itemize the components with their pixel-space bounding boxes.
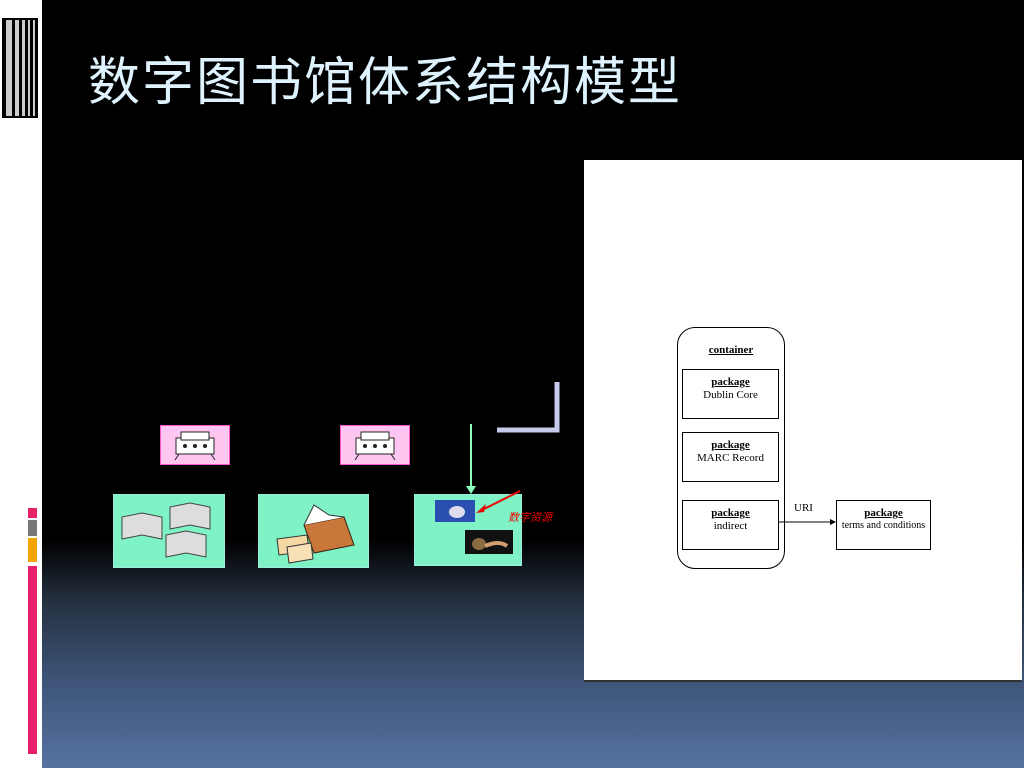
printer-box-2: [340, 425, 410, 465]
package-title: package: [711, 507, 750, 519]
package-title: package: [711, 376, 750, 388]
package-indirect: package indirect: [682, 500, 779, 550]
container-label: container: [708, 344, 754, 356]
package-dublin-core: package Dublin Core: [682, 369, 779, 419]
printer-box-1: [160, 425, 230, 465]
diagram-panel: container package Dublin Core package MA…: [584, 160, 1022, 680]
package-subtitle: MARC Record: [697, 452, 764, 464]
title-decoration: [2, 18, 38, 118]
package-terms: package terms and conditions: [836, 500, 931, 550]
books-box: [113, 494, 225, 568]
package-subtitle: indirect: [713, 520, 748, 532]
uri-label: URI: [794, 502, 813, 514]
accent-bar-long-pink: [28, 566, 37, 754]
box-mail-icon: [276, 504, 355, 564]
printer-icon: [354, 431, 396, 461]
uri-arrow: [778, 519, 836, 525]
corner-bracket: [497, 382, 560, 433]
accent-bar-orange: [28, 538, 37, 562]
books-icon: [121, 502, 211, 558]
down-arrow: [466, 424, 476, 494]
mailbox-box: [258, 494, 369, 568]
red-pointer-arrow: [476, 490, 521, 513]
digital-resource-label: 数字资源: [508, 511, 552, 524]
package-subtitle: terms and conditions: [841, 520, 926, 531]
package-marc-record: package MARC Record: [682, 432, 779, 482]
package-title: package: [711, 439, 750, 451]
printer-icon: [174, 431, 216, 461]
photo-icon: [435, 500, 475, 522]
digital-resource-box: [414, 494, 522, 566]
slide-title: 数字图书馆体系结构模型: [88, 53, 683, 113]
snail-icon: [465, 530, 513, 554]
package-title: package: [864, 507, 903, 519]
accent-bar-pink: [28, 508, 37, 518]
package-subtitle: Dublin Core: [703, 389, 758, 401]
accent-bar-grey: [28, 520, 37, 536]
